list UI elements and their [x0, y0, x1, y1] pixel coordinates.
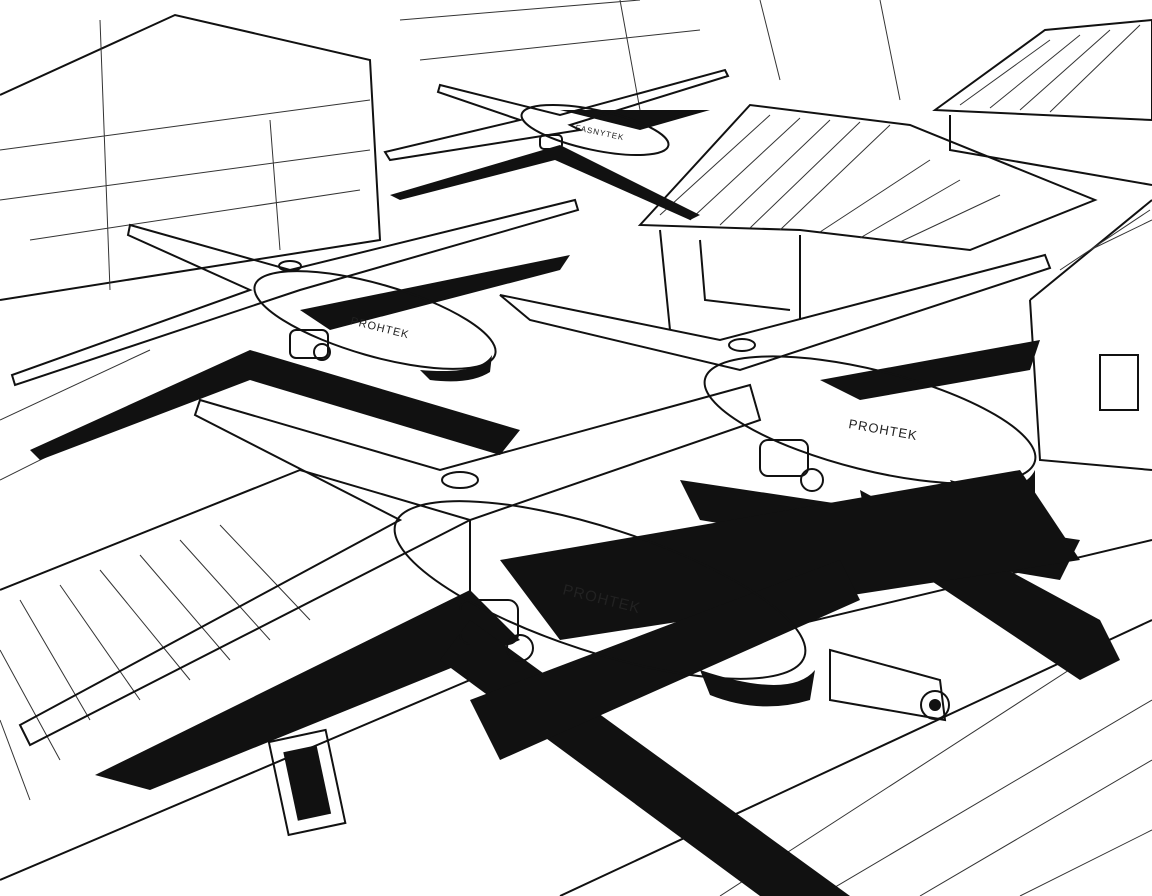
- drone-small: FASNYTEK: [383, 68, 730, 220]
- drone-label: FASNYTEK: [575, 123, 626, 142]
- drone-label: PROHTEK: [349, 315, 410, 341]
- drone-left: PROHTEK: [10, 198, 580, 460]
- drone-label: PROHTEK: [847, 416, 918, 443]
- drone-front: PROHTEK: [18, 383, 1080, 896]
- rooftop-camera: [829, 648, 950, 722]
